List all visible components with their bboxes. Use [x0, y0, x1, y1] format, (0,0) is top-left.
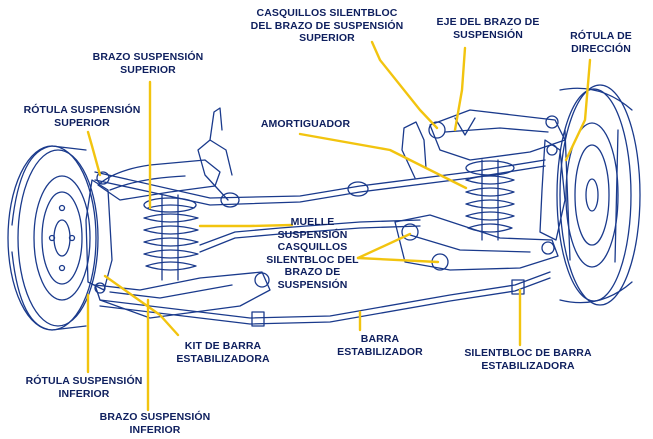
left-wheel — [7, 145, 99, 331]
left-knuckle — [85, 179, 113, 291]
label-barra-estabilizador: BARRA ESTABILIZADOR — [337, 333, 423, 358]
label-kit-barra-estabilizadora: KIT DE BARRA ESTABILIZADORA — [176, 340, 270, 365]
label-brazo-suspension-inferior: BRAZO SUSPENSIÓN INFERIOR — [99, 411, 211, 436]
label-rotula-suspension-superior: RÓTULA SUSPENSIÓN SUPERIOR — [23, 104, 141, 129]
left-spring — [143, 194, 199, 281]
leader-lines — [86, 40, 592, 412]
label-casquillos-silentbloc-superior: CASQUILLOS SILENTBLOC DEL BRAZO DE SUSPE… — [250, 7, 404, 44]
left-upper-arm — [96, 159, 221, 201]
right-upper-arm — [428, 109, 566, 161]
label-rotula-suspension-inferior: RÓTULA SUSPENSIÓN INFERIOR — [25, 375, 143, 400]
label-amortiguador: AMORTIGUADOR — [260, 118, 351, 130]
right-wheel — [556, 84, 641, 306]
right-lower-arm — [394, 214, 559, 271]
stabilizer-bar — [99, 219, 551, 327]
label-brazo-suspension-superior: BRAZO SUSPENSIÓN SUPERIOR — [92, 51, 204, 76]
label-rotula-direccion: RÓTULA DE DIRECCIÓN — [570, 30, 632, 55]
right-knuckle — [539, 139, 566, 241]
label-eje-brazo-suspension: EJE DEL BRAZO DE SUSPENSIÓN — [436, 16, 540, 41]
left-lower-arm — [94, 271, 271, 319]
label-muelle-casquillos: MUELLE SUSPENSIÓN CASQUILLOS SILENTBLOC … — [266, 216, 359, 291]
label-silentbloc-barra: SILENTBLOC DE BARRA ESTABILIZADORA — [464, 347, 592, 372]
